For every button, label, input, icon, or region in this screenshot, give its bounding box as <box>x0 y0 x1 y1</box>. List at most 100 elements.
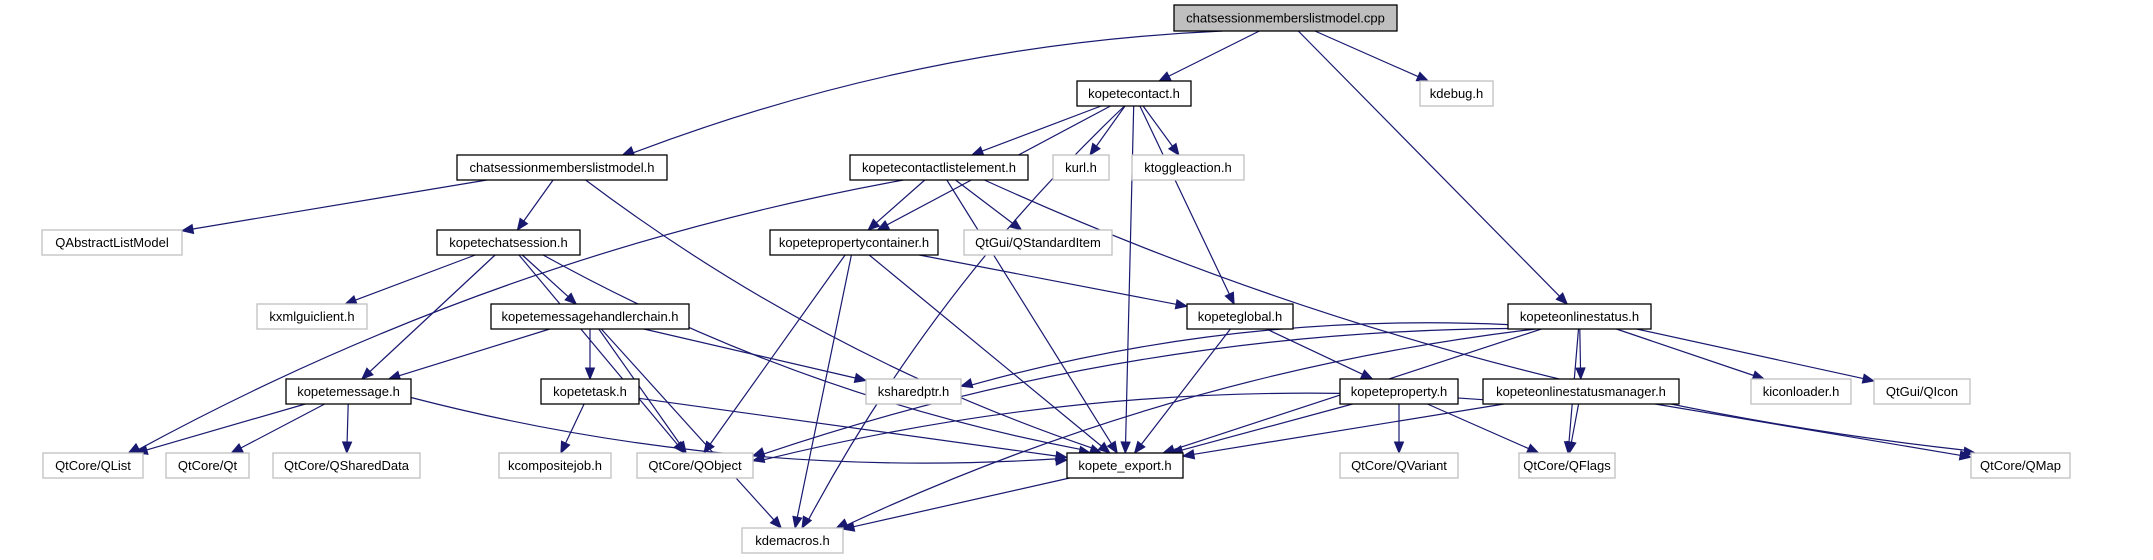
node-box[interactable] <box>849 154 1029 181</box>
edge-kopetecontact-to-ktoggleaction <box>1142 105 1180 157</box>
arrowhead-icon <box>1009 218 1023 231</box>
node-qt: QtCore/Qt <box>165 452 250 479</box>
node-box <box>1873 378 1971 405</box>
node-kurl: kurl.h <box>1052 154 1110 181</box>
edge-kopetecontact-to-kopeteglobal <box>1139 105 1235 306</box>
node-box[interactable] <box>456 154 668 181</box>
node-label: kopeteonlinestatus.h <box>1520 309 1639 324</box>
edge-kopeteproperty-to-kopete_export <box>1170 403 1353 456</box>
arrowhead-icon <box>970 146 985 156</box>
arrowhead-icon <box>1054 450 1069 462</box>
edge-line <box>1570 403 1580 443</box>
node-kopetetask[interactable]: kopetetask.h <box>540 378 640 405</box>
node-kopetemessagehandlerchain[interactable]: kopetemessagehandlerchain.h <box>490 303 690 330</box>
edge-kopeteonlinestatusmanager-to-kopete_export <box>1181 403 1505 460</box>
arrowhead-icon <box>1181 449 1196 460</box>
node-label: kopetechatsession.h <box>449 235 568 250</box>
node-ktoggleaction: ktoggleaction.h <box>1131 154 1245 181</box>
edge-kopeteproperty-to-qvariant <box>1393 404 1405 455</box>
node-box <box>1419 80 1494 107</box>
node-label: kurl.h <box>1065 160 1097 175</box>
node-box[interactable] <box>1186 303 1294 330</box>
arrowhead-icon <box>1958 450 1973 461</box>
edge-kopetetask-to-kopete_export <box>638 397 1069 462</box>
node-box[interactable] <box>1076 80 1192 107</box>
arrowhead-icon <box>1861 373 1876 384</box>
nodes-layer: chatsessionmemberslistmodel.cpp kopetecon… <box>41 4 2071 554</box>
edge-line <box>709 254 846 445</box>
node-box <box>1750 378 1852 405</box>
node-kopeteproperty[interactable]: kopeteproperty.h <box>1339 378 1459 405</box>
node-kdebug: kdebug.h <box>1419 80 1494 107</box>
arrowhead-icon <box>867 218 881 231</box>
node-box[interactable] <box>1339 378 1459 405</box>
edge-kopeteproperty-to-qflags <box>1427 403 1540 454</box>
node-kopetemessage[interactable]: kopetemessage.h <box>285 378 412 405</box>
edge-line <box>763 327 1509 455</box>
edge-kopeteonlinestatus-to-kdemacros <box>835 328 1536 529</box>
edge-kopetecontact-to-kurl <box>1089 105 1126 157</box>
node-qicon: QtGui/QIcon <box>1873 378 1971 405</box>
node-box[interactable] <box>1066 452 1184 479</box>
edge-kopetemessagehandlerchain-to-ksharedptr <box>643 328 868 384</box>
node-box[interactable] <box>1173 4 1398 32</box>
arrowhead-icon <box>584 367 596 381</box>
node-label: kopetecontact.h <box>1088 86 1180 101</box>
node-kopetechatsession[interactable]: kopetechatsession.h <box>436 229 581 256</box>
node-kopetecontact[interactable]: kopetecontact.h <box>1076 80 1192 107</box>
node-box[interactable] <box>540 378 640 405</box>
edge-kopetepropertycontainer-to-kopete_export <box>868 254 1111 454</box>
arrowhead-icon <box>230 443 244 454</box>
node-kopetecontactlistelement[interactable]: kopetecontactlistelement.h <box>849 154 1029 181</box>
node-box <box>963 229 1113 256</box>
edge-kopetetask-to-kcompositejob <box>560 403 585 455</box>
node-box[interactable] <box>1507 303 1652 330</box>
node-label: QtCore/QList <box>55 458 131 473</box>
edge-line <box>1655 403 1961 456</box>
edge-line <box>846 328 1536 526</box>
edge-kopetemessagehandlerchain-to-kopetetask <box>584 329 596 381</box>
node-box[interactable] <box>769 229 939 256</box>
node-kcompositejob: kcompositejob.h <box>498 452 612 479</box>
edge-kopeteonlinestatusmanager-to-qflags <box>1566 403 1580 455</box>
node-label: kopete_export.h <box>1078 458 1171 473</box>
edge-line <box>1297 30 1560 297</box>
edge-line <box>638 397 1057 457</box>
arrowhead-icon <box>1555 292 1569 305</box>
node-box <box>165 452 250 479</box>
edge-line <box>876 179 926 224</box>
node-box[interactable] <box>490 303 690 330</box>
node-kopeteonlinestatusmanager[interactable]: kopeteonlinestatusmanager.h <box>1482 378 1680 405</box>
node-label: QtCore/QFlags <box>1523 458 1611 473</box>
arrowhead-icon <box>360 367 374 380</box>
edge-root-to-kopeteonlinestatus <box>1297 30 1569 305</box>
edge-line <box>946 179 1112 445</box>
arrowhead-icon <box>1525 443 1540 454</box>
edge-line <box>1636 328 1864 380</box>
node-box[interactable] <box>436 229 581 256</box>
node-box[interactable] <box>285 378 412 405</box>
edge-line <box>518 254 678 445</box>
edge-line <box>981 105 1102 152</box>
arrowhead-icon <box>564 292 578 305</box>
node-kopetepropertycontainer[interactable]: kopetepropertycontainer.h <box>769 229 939 256</box>
edge-kopete_export-to-kdemacros <box>841 477 1070 532</box>
edge-kopeteglobal-to-kopeteproperty <box>1266 328 1374 380</box>
edge-line <box>399 328 550 377</box>
node-label: kopeteglobal.h <box>1198 309 1283 324</box>
arrowhead-icon <box>769 515 783 529</box>
node-kopeteonlinestatus[interactable]: kopeteonlinestatus.h <box>1507 303 1652 330</box>
node-box[interactable] <box>1482 378 1680 405</box>
node-root[interactable]: chatsessionmemberslistmodel.cpp <box>1173 4 1398 32</box>
node-cslm_h[interactable]: chatsessionmemberslistmodel.h <box>456 154 668 181</box>
node-kopete_export[interactable]: kopete_export.h <box>1066 452 1184 479</box>
node-label: kopeteonlinestatusmanager.h <box>1496 384 1666 399</box>
node-box <box>1970 452 2071 479</box>
arrowhead-icon <box>751 452 766 464</box>
edge-line <box>1427 403 1529 450</box>
node-label: QtCore/QVariant <box>1351 458 1447 473</box>
edge-kopeteonlinestatus-to-kopeteonlinestatusmanager <box>1575 328 1586 381</box>
edge-kopetepropertycontainer-to-kopeteglobal <box>919 254 1189 310</box>
node-kopeteglobal[interactable]: kopeteglobal.h <box>1186 303 1294 330</box>
edge-line <box>146 403 306 451</box>
